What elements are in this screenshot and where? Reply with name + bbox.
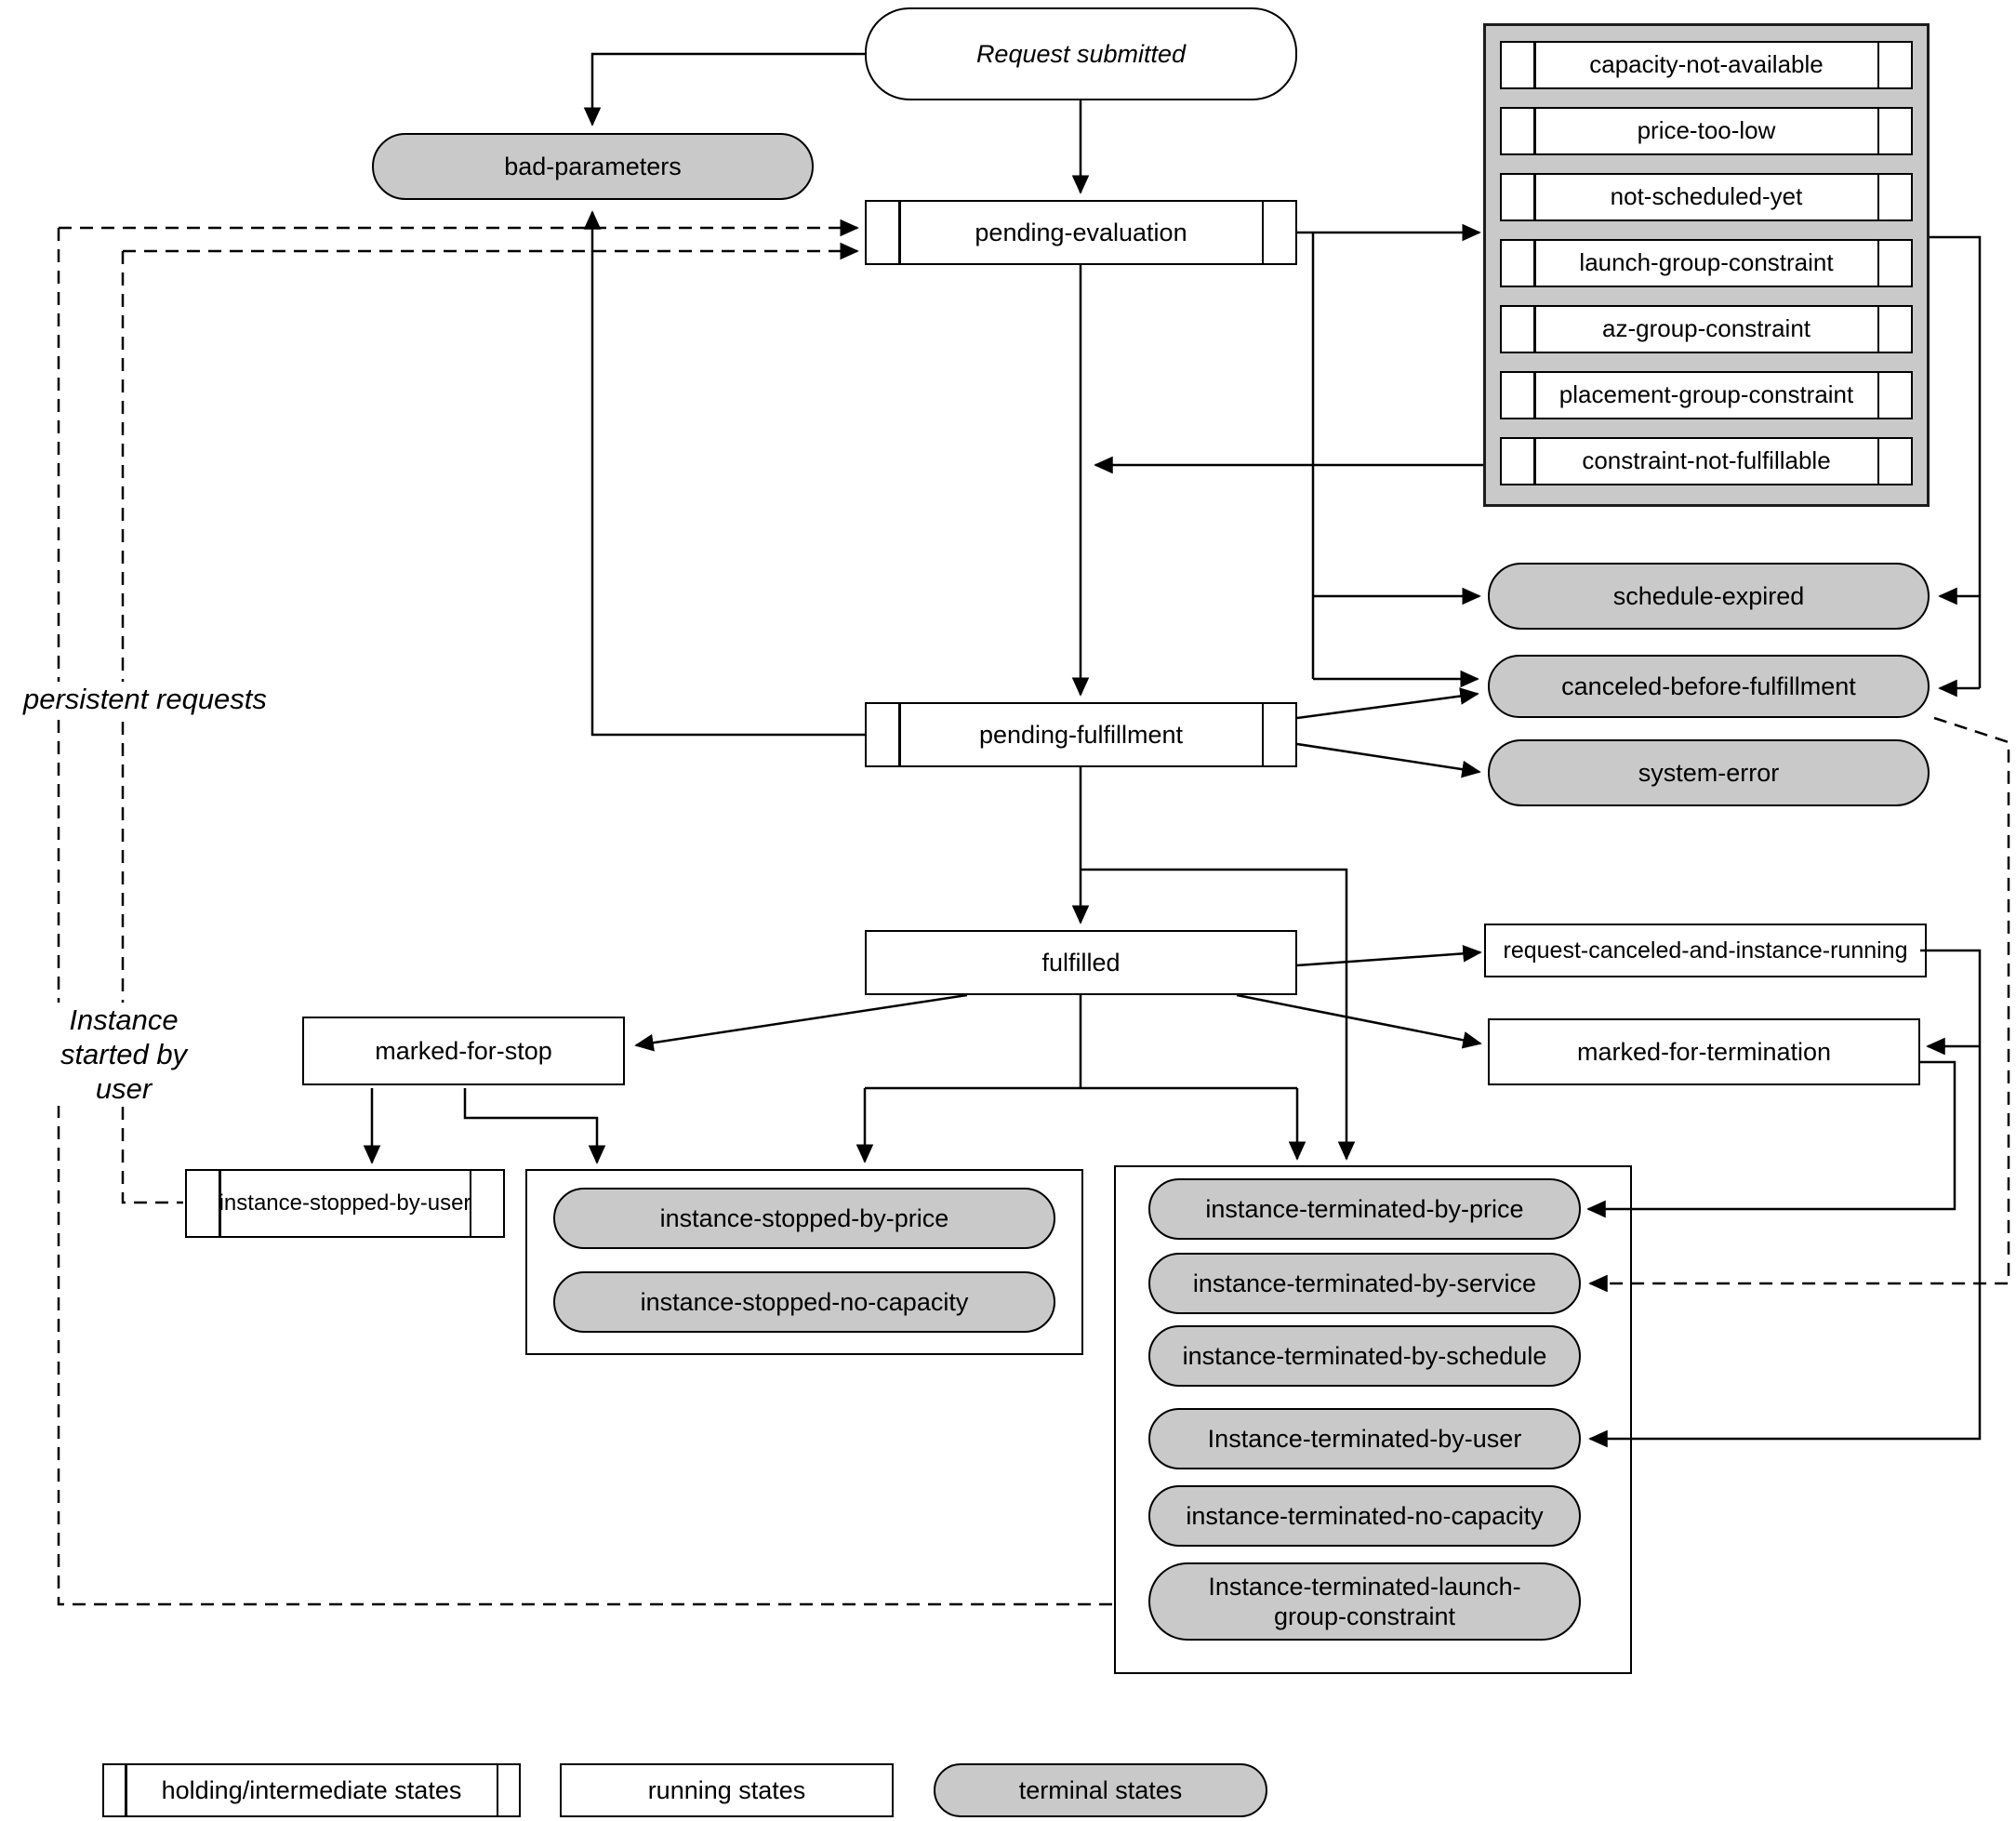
- node-instance-stopped-by-price: instance-stopped-by-price: [553, 1188, 1055, 1249]
- node-capacity-not-available: capacity-not-available: [1500, 41, 1913, 89]
- edge-request-to-badparams: [583, 52, 865, 126]
- node-bad-parameters: bad-parameters: [372, 133, 814, 200]
- node-placement-group-constraint: placement-group-constraint: [1500, 371, 1913, 419]
- label-persistent-requests: persistent requests: [23, 682, 267, 717]
- edge-fulfilled-to-markedstop: [634, 993, 968, 1052]
- node-instance-stopped-by-user: instance-stopped-by-user: [185, 1169, 505, 1238]
- edge-markedstop-to-stopped-group: [463, 1088, 606, 1164]
- node-launch-group-constraint: launch-group-constraint: [1500, 239, 1913, 287]
- edge-constraints-right-loop: [1930, 235, 1982, 688]
- node-request-submitted: Request submitted: [865, 7, 1297, 100]
- edge-pendingfulfill-to-systemerror: [1296, 742, 1481, 778]
- edge-pendingfulfill-to-terminated-group: [1081, 868, 1356, 1161]
- node-marked-for-stop: marked-for-stop: [302, 1017, 625, 1085]
- node-not-scheduled-yet: not-scheduled-yet: [1500, 173, 1913, 221]
- edge-pendingfulfill-to-badparams: [583, 210, 865, 737]
- node-pending-fulfillment: pending-fulfillment: [865, 702, 1297, 767]
- edge-pendingfulfill-to-canceled: [1296, 687, 1479, 720]
- legend-holding-intermediate-states: holding/intermediate states: [102, 1763, 521, 1817]
- node-price-too-low: price-too-low: [1500, 107, 1913, 155]
- node-instance-terminated-by-service: instance-terminated-by-service: [1148, 1253, 1581, 1314]
- node-schedule-expired: schedule-expired: [1488, 563, 1930, 630]
- node-fulfilled: fulfilled: [865, 930, 1297, 995]
- node-instance-terminated-by-price: instance-terminated-by-price: [1148, 1178, 1581, 1240]
- node-instance-terminated-by-user: Instance-terminated-by-user: [1148, 1408, 1581, 1469]
- legend-terminal-states: terminal states: [934, 1763, 1267, 1817]
- node-system-error: system-error: [1488, 739, 1930, 806]
- edge-dashed-outer-loop: [57, 228, 1114, 1606]
- node-canceled-before-fulfillment: canceled-before-fulfillment: [1488, 655, 1930, 718]
- node-marked-for-termination: marked-for-termination: [1488, 1018, 1920, 1085]
- node-constraint-not-fulfillable: constraint-not-fulfillable: [1500, 437, 1913, 485]
- node-instance-stopped-no-capacity: instance-stopped-no-capacity: [553, 1271, 1055, 1333]
- edge-fulfilled-to-markedterm: [1236, 993, 1482, 1049]
- label-instance-started-by-user: Instance started by user: [54, 1003, 193, 1106]
- node-instance-terminated-launch-group-constraint: Instance-terminated-launch-group-constra…: [1148, 1562, 1581, 1641]
- edge-fulfilled-to-requestcanceled: [1296, 944, 1482, 967]
- legend-running-states: running states: [560, 1763, 894, 1817]
- node-instance-terminated-by-schedule: instance-terminated-by-schedule: [1148, 1325, 1581, 1387]
- node-az-group-constraint: az-group-constraint: [1500, 305, 1913, 353]
- node-request-canceled-and-instance-running: request-canceled-and-instance-running: [1484, 924, 1927, 977]
- node-instance-terminated-no-capacity: instance-terminated-no-capacity: [1148, 1485, 1581, 1547]
- node-pending-evaluation: pending-evaluation: [865, 200, 1297, 265]
